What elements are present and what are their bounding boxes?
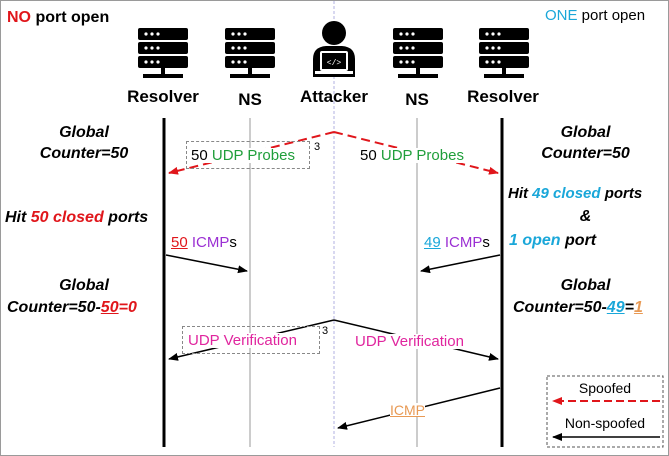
right-hit-count: 49 xyxy=(532,185,549,202)
corner-right-rest: port open xyxy=(577,7,646,24)
icmp-left-text: ICMP xyxy=(187,234,230,251)
right-final-line1: Global xyxy=(560,277,611,294)
server-icon xyxy=(393,28,443,78)
right-hit-prefix: Hit xyxy=(508,185,533,202)
verif-left-label: UDP Verification xyxy=(188,332,297,349)
probes-right-text: UDP Probes xyxy=(380,147,464,164)
probes-left-num: 50 xyxy=(191,147,212,164)
right-final-val: 1 xyxy=(633,299,643,316)
server-icon xyxy=(225,28,275,78)
corner-left-highlight: NO xyxy=(7,9,31,26)
server-icon xyxy=(138,28,188,78)
icmp-bottom-label: ICMP xyxy=(390,402,425,418)
right-global-line2: Counter=50 xyxy=(541,145,630,162)
left-global-line2: Counter=50 xyxy=(39,145,129,162)
legend-spoofed-label: Spoofed xyxy=(578,380,632,396)
corner-label-right: ONE port open xyxy=(545,8,645,23)
icmp-right-s: s xyxy=(482,234,490,251)
right-open-count: 1 xyxy=(509,232,518,249)
verif-right-label: UDP Verification xyxy=(355,333,464,350)
right-final-sub: 49 xyxy=(606,299,625,316)
icmp-left-s: s xyxy=(229,234,237,251)
icmp-right-label: 49 ICMPs xyxy=(424,235,490,250)
left-final-line2: Counter=50-50=0 xyxy=(7,300,137,316)
verif-left-sup: 3 xyxy=(322,325,329,337)
entity-resolver-left: Resolver xyxy=(127,87,199,106)
legend-box xyxy=(546,375,664,448)
right-final-prefix: Counter=50- xyxy=(513,299,607,316)
left-hit-prefix: Hit xyxy=(5,209,31,226)
right-open-mid: open xyxy=(517,232,561,249)
entity-ns-left: NS xyxy=(238,90,262,109)
icmp-left-label: 50 ICMPs xyxy=(171,235,237,250)
icmp-left-num: 50 xyxy=(171,234,188,251)
left-hit-count: 50 xyxy=(30,209,49,226)
right-global-line1: Global xyxy=(560,124,611,141)
entity-attacker: Attacker xyxy=(299,87,369,106)
left-final-sub: 50 xyxy=(100,299,119,316)
corner-label-left: NO port open xyxy=(7,10,109,26)
server-icon xyxy=(479,28,529,78)
right-open-suffix: port xyxy=(560,232,597,249)
left-final-prefix: Counter=50- xyxy=(7,299,101,316)
left-hit-text: Hit 50 closed ports xyxy=(5,210,148,226)
right-open-text: 1 open port xyxy=(509,233,596,249)
arrow-icmp-right xyxy=(420,254,501,274)
icmp-right-text: ICMP xyxy=(440,234,483,251)
right-amp: & xyxy=(579,208,592,225)
entity-ns-right: NS xyxy=(405,90,429,109)
left-final-suffix: =0 xyxy=(118,299,137,316)
left-hit-suffix: ports xyxy=(103,209,149,226)
left-final-line1: Global xyxy=(59,277,109,294)
entity-resolver-right: Resolver xyxy=(467,87,539,106)
probes-left-label: 50 UDP Probes xyxy=(191,148,295,163)
probes-right-label: 50 UDP Probes xyxy=(360,148,464,163)
arrow-icmp-left xyxy=(165,254,248,274)
right-hit-text: Hit 49 closed ports xyxy=(508,186,642,201)
right-hit-suffix: ports xyxy=(600,185,643,202)
svg-text:</>: </> xyxy=(327,59,342,68)
right-final-eq: = xyxy=(624,299,634,316)
verif-left-box xyxy=(182,326,320,354)
right-hit-mid: closed xyxy=(548,185,601,202)
icmp-right-num: 49 xyxy=(424,234,441,251)
probes-left-text: UDP Probes xyxy=(211,147,295,164)
left-hit-mid: closed xyxy=(48,209,104,226)
corner-left-rest: port open xyxy=(31,9,110,26)
probes-left-sup: 3 xyxy=(314,141,321,153)
legend-nonspoofed-label: Non-spoofed xyxy=(564,415,646,431)
probes-right-num: 50 xyxy=(360,147,381,164)
right-final-line2: Counter=50-49=1 xyxy=(513,300,643,316)
probes-left-box xyxy=(186,141,310,169)
corner-right-highlight: ONE xyxy=(545,7,578,24)
attacker-icon: </> xyxy=(313,21,355,77)
left-global-line1: Global xyxy=(59,124,109,141)
